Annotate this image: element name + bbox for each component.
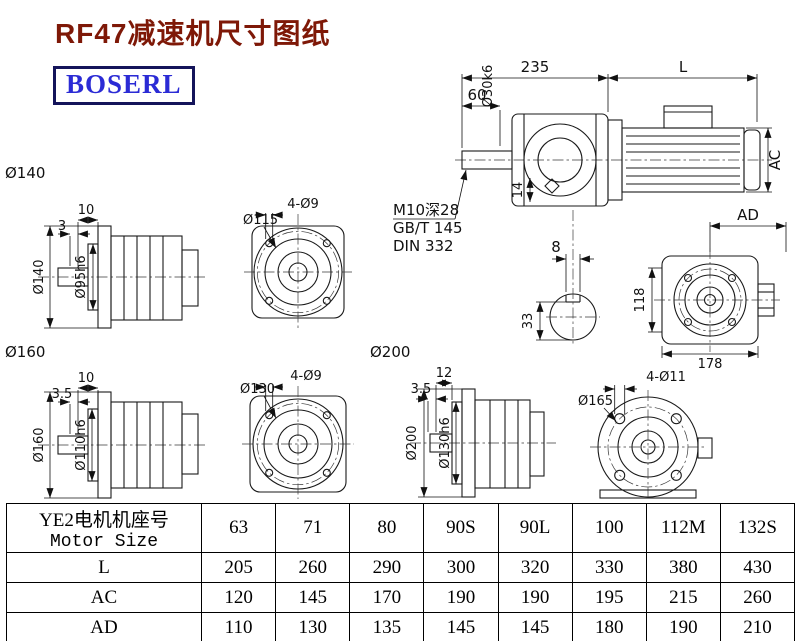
view-flange-160: Ø160 10 3.5 Ø160: [5, 343, 205, 499]
value-cell: 430: [719, 552, 796, 583]
value-cell: 320: [497, 552, 573, 583]
dim-label-3: 3: [58, 219, 66, 234]
dim-label-60: 60: [467, 86, 486, 104]
value-cell: 380: [645, 552, 721, 583]
dim-label-4xd9-top: 4-Ø9: [287, 197, 318, 212]
size-header-cell: 112M: [645, 503, 721, 553]
thread-spec-note: M10深28 GB/T 145 DIN 332: [393, 169, 468, 255]
view-title-200: Ø200: [370, 343, 410, 361]
value-cell: 195: [571, 582, 647, 613]
value-cell: 260: [275, 552, 351, 583]
view-flange-200: Ø200 12 3.5 Ø200: [370, 343, 556, 498]
value-cell: 215: [645, 582, 721, 613]
table-row-AD: AD 110 130 135 145 145 180 190 210: [6, 612, 796, 641]
size-header-cell: 132S: [719, 503, 796, 553]
dim-label-10b: 10: [78, 371, 95, 386]
dim-label-pilot95: Ø95h6: [74, 255, 89, 298]
view-flange-140: Ø140 10 3 Ø140: [5, 164, 205, 329]
dim-label-10: 10: [78, 203, 95, 218]
size-header-cell: 100: [571, 503, 647, 553]
brand-logo: BOSERL: [53, 66, 195, 105]
dim-label-bc165: Ø165: [578, 394, 613, 409]
dim-label-4xd9-bottom: 4-Ø9: [290, 369, 321, 384]
dim-label-33: 33: [521, 313, 536, 330]
view-shaft-keyway-section: 8 33: [521, 210, 600, 346]
dim-label-178: 178: [698, 357, 723, 372]
page-title: RF47减速机尺寸图纸: [55, 18, 331, 49]
view-flange-165: 4-Ø11 Ø165: [578, 370, 713, 499]
note-line-3: DIN 332: [393, 237, 454, 255]
table-row-L: L 205 260 290 300 320 330 380 430: [6, 552, 796, 583]
note-line-1: M10深28: [393, 201, 459, 219]
value-cell: 190: [645, 612, 721, 641]
dim-label-AC: AC: [766, 150, 784, 170]
dim-label-35a: 3.5: [52, 387, 73, 402]
dim-label-od160: Ø160: [32, 427, 47, 462]
dim-label-L: L: [679, 58, 688, 76]
value-cell: 260: [719, 582, 796, 613]
dim-label-8: 8: [551, 238, 561, 256]
value-cell: 205: [200, 552, 277, 583]
dim-label-od200: Ø200: [405, 425, 420, 460]
dim-label-AD: AD: [737, 206, 759, 224]
size-header-cell: 63: [200, 503, 277, 553]
view-top-flange: 118 178: [633, 248, 780, 372]
dim-label-118: 118: [633, 288, 648, 313]
row-label-cell: L: [6, 552, 202, 583]
technical-drawing: Ø140 10 3 Ø140: [5, 58, 787, 499]
note-line-2: GB/T 145: [393, 219, 463, 237]
value-cell: 120: [200, 582, 277, 613]
motor-size-label-en: Motor Size: [49, 531, 159, 552]
value-cell: 190: [497, 582, 573, 613]
dim-label-4xd11: 4-Ø11: [646, 370, 686, 385]
view-flange-115: 4-Ø9 Ø115: [243, 197, 352, 330]
value-cell: 180: [571, 612, 647, 641]
view-flange-130: 4-Ø9 Ø130: [240, 369, 354, 499]
size-header-cell: 90S: [423, 503, 499, 553]
view-title-160: Ø160: [5, 343, 45, 361]
dim-label-pilot110: Ø110h6: [74, 419, 89, 471]
value-cell: 145: [497, 612, 573, 641]
view-main-assembly: 235 L 60 Ø30k6 14: [455, 58, 787, 252]
dim-label-14: 14: [511, 182, 526, 199]
value-cell: 145: [423, 612, 499, 641]
motor-size-header-cell: YE2电机机座号 Motor Size: [6, 503, 202, 553]
value-cell: 300: [423, 552, 499, 583]
value-cell: 330: [571, 552, 647, 583]
value-cell: 135: [349, 612, 425, 641]
brand-text: BOSERL: [66, 69, 182, 99]
dim-label-od140: Ø140: [32, 259, 47, 294]
size-header-cell: 71: [275, 503, 351, 553]
value-cell: 130: [275, 612, 351, 641]
dim-label-35b: 3.5: [411, 382, 432, 397]
value-cell: 145: [275, 582, 351, 613]
view-title-140: Ø140: [5, 164, 45, 182]
value-cell: 190: [423, 582, 499, 613]
dim-label-12: 12: [436, 366, 453, 381]
size-header-cell: 80: [349, 503, 425, 553]
dim-label-bc130: Ø130: [240, 382, 275, 397]
motor-size-table: YE2电机机座号 Motor Size 63 71 80 90S 90L 100…: [6, 503, 796, 641]
value-cell: 290: [349, 552, 425, 583]
table-header-row: YE2电机机座号 Motor Size 63 71 80 90S 90L 100…: [6, 503, 796, 553]
value-cell: 170: [349, 582, 425, 613]
dim-label-235: 235: [521, 58, 550, 76]
size-header-cell: 90L: [497, 503, 573, 553]
value-cell: 210: [719, 612, 796, 641]
value-cell: 110: [200, 612, 277, 641]
row-label-cell: AD: [6, 612, 202, 641]
dim-label-shaft30k6: Ø30k6: [481, 65, 496, 108]
motor-size-label-cn: YE2电机机座号: [39, 509, 169, 531]
table-row-AC: AC 120 145 170 190 190 195 215 260: [6, 582, 796, 613]
row-label-cell: AC: [6, 582, 202, 613]
dim-label-bc115: Ø115: [243, 213, 278, 228]
dim-label-pilot130: Ø130h6: [438, 417, 453, 469]
